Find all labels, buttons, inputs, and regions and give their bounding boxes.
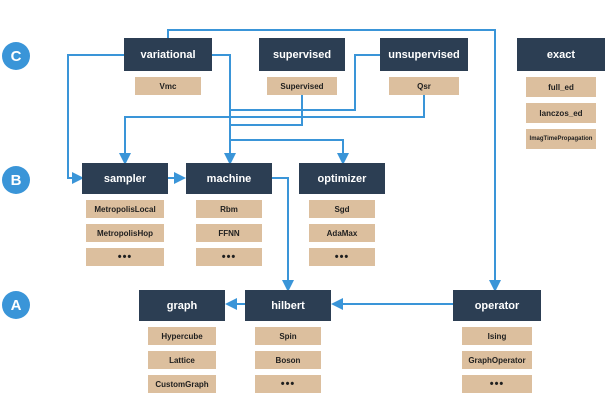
layer-badge-c: C: [2, 42, 30, 70]
wire-top-bus: [167, 29, 501, 292]
module-item: Sgd: [309, 200, 375, 218]
wire-unsupervised-left: [230, 54, 380, 111]
module-item: Vmc: [135, 77, 201, 95]
wire-variational-to-sampler: [67, 54, 124, 184]
module-header: unsupervised: [380, 38, 468, 71]
module-item: MetropolisHop: [86, 224, 164, 242]
layer-badge-a: A: [2, 291, 30, 319]
module-supervised: supervised Supervised: [259, 38, 345, 95]
module-header: operator: [453, 290, 541, 321]
module-header: variational: [124, 38, 212, 71]
module-unsupervised: unsupervised Qsr: [380, 38, 468, 95]
wire-machine-to-hilbert: [272, 177, 294, 292]
module-item: Spin: [255, 327, 321, 345]
module-variational: variational Vmc: [124, 38, 212, 95]
module-header: supervised: [259, 38, 345, 71]
module-header: hilbert: [245, 290, 331, 321]
module-header: graph: [139, 290, 225, 321]
module-item: Qsr: [389, 77, 459, 95]
module-header: machine: [186, 163, 272, 194]
more-items-placeholder: •••: [462, 375, 532, 393]
module-item: Supervised: [267, 77, 337, 95]
module-item: MetropolisLocal: [86, 200, 164, 218]
wire-unsupervised-down: [119, 95, 425, 165]
wire-supervised-to-machine: [230, 95, 303, 126]
module-item: full_ed: [526, 77, 596, 97]
module-item: CustomGraph: [148, 375, 216, 393]
more-items-placeholder: •••: [309, 248, 375, 266]
more-items-placeholder: •••: [86, 248, 164, 266]
module-header: exact: [517, 38, 605, 71]
layer-badge-b: B: [2, 166, 30, 194]
module-item: Rbm: [196, 200, 262, 218]
module-item: FFNN: [196, 224, 262, 242]
module-header: sampler: [82, 163, 168, 194]
module-item: lanczos_ed: [526, 103, 596, 123]
module-item: Hypercube: [148, 327, 216, 345]
module-item: Boson: [255, 351, 321, 369]
module-item: Ising: [462, 327, 532, 345]
wire-to-optimizer: [230, 139, 349, 165]
module-item: AdaMax: [309, 224, 375, 242]
module-item: Lattice: [148, 351, 216, 369]
module-item: ImagTimePropagation: [526, 129, 596, 149]
more-items-placeholder: •••: [255, 375, 321, 393]
module-header: optimizer: [299, 163, 385, 194]
module-item: GraphOperator: [462, 351, 532, 369]
wire-variational-to-machine: [212, 54, 236, 165]
more-items-placeholder: •••: [196, 248, 262, 266]
